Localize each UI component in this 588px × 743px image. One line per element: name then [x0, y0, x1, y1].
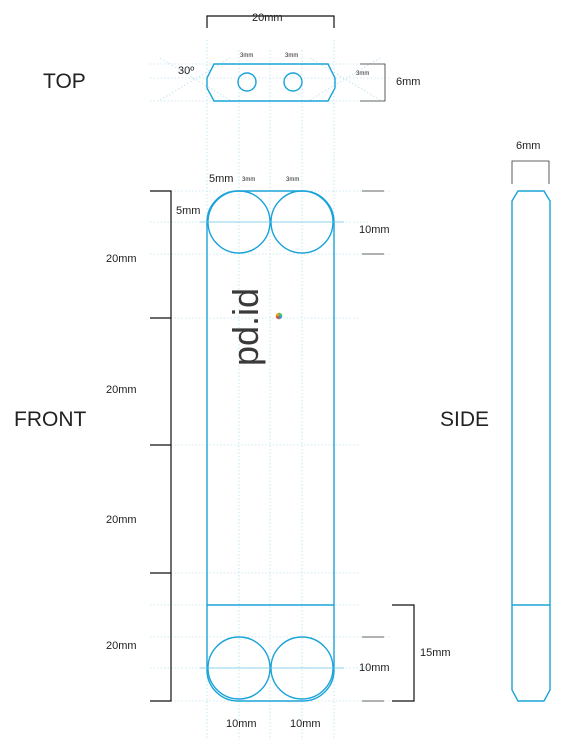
bottom-circle-right-label: 10mm	[290, 718, 321, 730]
top-width-dimension-line	[206, 15, 335, 28]
front-height-dimension-line	[150, 190, 172, 702]
front-view: FRONT 5mm 3mm 3mm 5mm 10mm 20mm 20mm 20m…	[14, 173, 451, 730]
top-view: TOP 20mm 30º 3mm 3mm 3mm 6mm	[43, 12, 420, 102]
front-view-label: FRONT	[14, 408, 86, 431]
front-hole-b-label: 3mm	[286, 177, 299, 183]
bottom-circle-left-label: 10mm	[226, 718, 257, 730]
section-4-label: 20mm	[106, 640, 137, 652]
bottom-radius-label: 10mm	[359, 662, 390, 674]
top-angle-label: 30º	[178, 65, 194, 77]
front-hole-a-label: 3mm	[242, 177, 255, 183]
top-view-label: TOP	[43, 70, 86, 93]
section-1-label: 20mm	[106, 253, 137, 265]
logo-text: pd.id	[225, 288, 266, 366]
top-hole-left	[237, 72, 257, 92]
side-width-label: 6mm	[516, 140, 540, 152]
section-2-label: 20mm	[106, 384, 137, 396]
logo-color-dot	[275, 312, 283, 320]
top-height-dimension-line	[360, 63, 386, 102]
top-height-label: 6mm	[396, 76, 420, 88]
construction-guides	[150, 40, 390, 740]
pdid-logo: pd.id	[225, 288, 266, 366]
side-view-outline	[511, 190, 551, 702]
section-3-label: 20mm	[106, 514, 137, 526]
top-edge-label: 3mm	[356, 71, 369, 77]
bottom-height-label: 15mm	[420, 647, 451, 659]
front-view-outline	[206, 190, 335, 702]
bottom-height-dimension-line	[392, 604, 415, 702]
front-margin-left-label: 5mm	[176, 205, 200, 217]
top-view-outline	[206, 63, 336, 102]
side-view-label: SIDE	[440, 408, 489, 431]
side-width-dimension-line	[511, 160, 550, 184]
front-margin-top-label: 5mm	[209, 173, 233, 185]
top-hole-right	[283, 72, 303, 92]
side-view: SIDE 6mm	[440, 140, 551, 702]
top-hole-a-label: 3mm	[240, 53, 253, 59]
front-radius-top-label: 10mm	[359, 224, 390, 236]
top-hole-b-label: 3mm	[285, 53, 298, 59]
top-width-label: 20mm	[252, 12, 283, 24]
